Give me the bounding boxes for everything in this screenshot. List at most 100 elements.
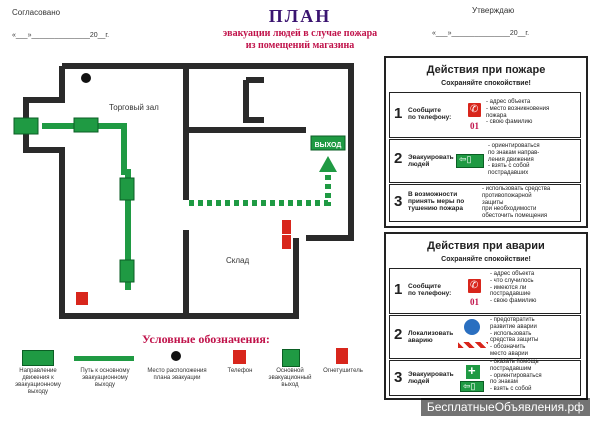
legend-extinguisher-icon xyxy=(336,348,348,364)
bullet: - взять с собой xyxy=(488,163,530,170)
page-title: ПЛАН xyxy=(268,6,332,26)
extinguisher-icon-2 xyxy=(282,235,291,249)
extinguisher-icon xyxy=(282,220,291,234)
bullet: пострадавшим xyxy=(490,365,532,372)
page-subtitle: эвакуации людей в случае пожара из помещ… xyxy=(190,28,410,52)
step-bullets: - адрес объекта - место возникновения по… xyxy=(486,99,549,126)
approved-left-label: Согласовано xyxy=(12,8,61,17)
bullet: - имеются ли xyxy=(490,284,527,291)
exit-sign-icon xyxy=(310,135,346,151)
accident-step-2: 2 Локализовать аварию - предотвратить ра… xyxy=(389,315,581,359)
accident-step-1: 1 Сообщите по телефону: 01 - адрес объек… xyxy=(389,268,581,314)
step-bullets: - оказать помощь пострадавшим - ориентир… xyxy=(490,359,542,393)
fire-step-3: 3 В возможности принять меры по тушению … xyxy=(389,184,581,222)
phone-icon xyxy=(468,279,481,293)
route-arrow-icon xyxy=(319,156,337,172)
bullet: по знакам направ- xyxy=(488,149,540,156)
accident-step-3: 3 Эвакуировать людей + - оказать помощь … xyxy=(389,359,581,396)
legend-label-phone: Телефон xyxy=(227,368,253,374)
bullet: - адрес объекта xyxy=(490,271,535,277)
legend-phone-icon xyxy=(233,350,246,364)
step-bullets: - использовать средства противопожарной … xyxy=(482,186,550,220)
fire-step-2: 2 Эвакуировать людей - ориентироваться п… xyxy=(389,139,581,183)
approved-right-label: Утверждаю xyxy=(472,6,515,15)
bullet: - взять с собой xyxy=(490,386,532,393)
bullet: пострадавших xyxy=(488,170,529,177)
step-bullets: - ориентироваться по знакам направ- лени… xyxy=(488,143,540,177)
fire-step-1: 1 Сообщите по телефону: 01 - адрес объек… xyxy=(389,92,581,138)
bullet: - использовать xyxy=(490,330,532,337)
bullet: - использовать средства xyxy=(482,186,551,192)
exit-direction-signs xyxy=(13,117,135,283)
bullet: - предотвратить xyxy=(490,317,535,323)
exit-sign-label: ВЫХОД xyxy=(315,142,342,149)
step-label: Сообщите по телефону: xyxy=(408,283,452,297)
bullet: - что случилось xyxy=(490,277,534,284)
bullet: при необходимости xyxy=(482,206,537,213)
bullet: по знакам xyxy=(490,379,518,386)
legend-exit-direction-icon xyxy=(22,350,54,366)
bullet: - свою фамилию xyxy=(486,119,533,126)
evacuation-route-secondary xyxy=(189,170,331,206)
protective-gear-icon xyxy=(464,319,480,335)
bullet: средства защиты xyxy=(490,337,539,344)
accident-panel-title: Действия при аварии xyxy=(427,240,545,252)
subtitle-line-1: эвакуации людей в случае пожара xyxy=(222,28,378,39)
emergency-number: 01 xyxy=(470,121,479,131)
step-label: Эвакуировать людей xyxy=(408,154,454,168)
legend-route-line-icon xyxy=(74,356,134,361)
legend-label-route: Путь к основному эвакуационному выходу xyxy=(80,368,130,388)
bullet: - ориентироваться xyxy=(488,143,540,149)
phone-icon xyxy=(76,292,88,305)
legend-label-extinguisher: Огнетушитель xyxy=(323,368,363,374)
floor-plan: ВЫХОД Торговый зал Склад xyxy=(13,63,354,319)
bullet: пожара xyxy=(486,112,507,119)
accident-panel-subtitle: Сохраняйте спокойствие! xyxy=(441,256,531,263)
fire-panel-subtitle: Сохраняйте спокойствие! xyxy=(441,80,531,87)
step-label: В возможности принять меры по тушению по… xyxy=(408,191,465,212)
room-label-sales: Торговый зал xyxy=(109,103,159,112)
bullet: - обозначить xyxy=(490,344,526,351)
approved-right-date-line: «___»_______________20__г. xyxy=(432,30,530,37)
step-label: Сообщите по телефону: xyxy=(408,107,452,121)
legend-label-plan: Место расположения плана эвакуации xyxy=(147,368,207,381)
step-number: 1 xyxy=(394,281,403,298)
bullet: место аварии xyxy=(490,350,528,357)
fire-panel-title: Действия при пожаре xyxy=(426,64,546,76)
step-number: 3 xyxy=(394,193,403,210)
accident-actions-panel: Действия при аварии Сохраняйте спокойств… xyxy=(384,232,588,400)
room-label-storage: Склад xyxy=(226,256,249,265)
step-label: Локализовать аварию xyxy=(408,330,454,344)
legend-label-main-exit: Основной эвакуационный выход xyxy=(268,368,312,388)
walls xyxy=(23,63,354,319)
subtitle-line-2: из помещений магазина xyxy=(245,40,355,51)
bullet: ления движения xyxy=(488,156,534,163)
legend-main-exit-icon xyxy=(282,349,300,367)
approved-left-date-line: «___»_______________20__г. xyxy=(12,32,110,39)
legend-plan-location-icon xyxy=(171,351,181,361)
hazard-tape-icon xyxy=(458,342,488,348)
plan-location-icon xyxy=(81,73,91,83)
phone-icon xyxy=(468,103,481,117)
step-number: 2 xyxy=(394,326,403,343)
step-number: 3 xyxy=(394,369,403,386)
step-number: 1 xyxy=(394,105,403,122)
bullet: развитие аварии xyxy=(490,323,537,330)
step-bullets: - предотвратить развитие аварии - исполь… xyxy=(490,317,538,358)
legend-title: Условные обозначения: xyxy=(142,332,270,346)
bullet: - ориентироваться xyxy=(490,372,542,379)
bullet: пострадавшие xyxy=(490,291,531,298)
emergency-number: 01 xyxy=(470,297,479,307)
step-label: Эвакуировать людей xyxy=(408,371,454,385)
step-number: 2 xyxy=(394,150,403,167)
step-bullets: - адрес объекта - что случилось - имеютс… xyxy=(490,271,536,305)
fire-actions-panel: Действия при пожаре Сохраняйте спокойств… xyxy=(384,56,588,228)
bullet: - адрес объекта xyxy=(486,99,531,105)
legend-label-direction: Направление движения к эвакуационному вы… xyxy=(15,368,61,395)
bullet: обесточить помещения xyxy=(482,213,548,220)
bullet: противопожарной xyxy=(482,192,532,199)
bullet: - место возникновения xyxy=(486,105,550,112)
exit-sign-icon xyxy=(456,154,484,168)
exit-sign-icon xyxy=(460,381,484,392)
bullet: защиты xyxy=(482,199,504,206)
